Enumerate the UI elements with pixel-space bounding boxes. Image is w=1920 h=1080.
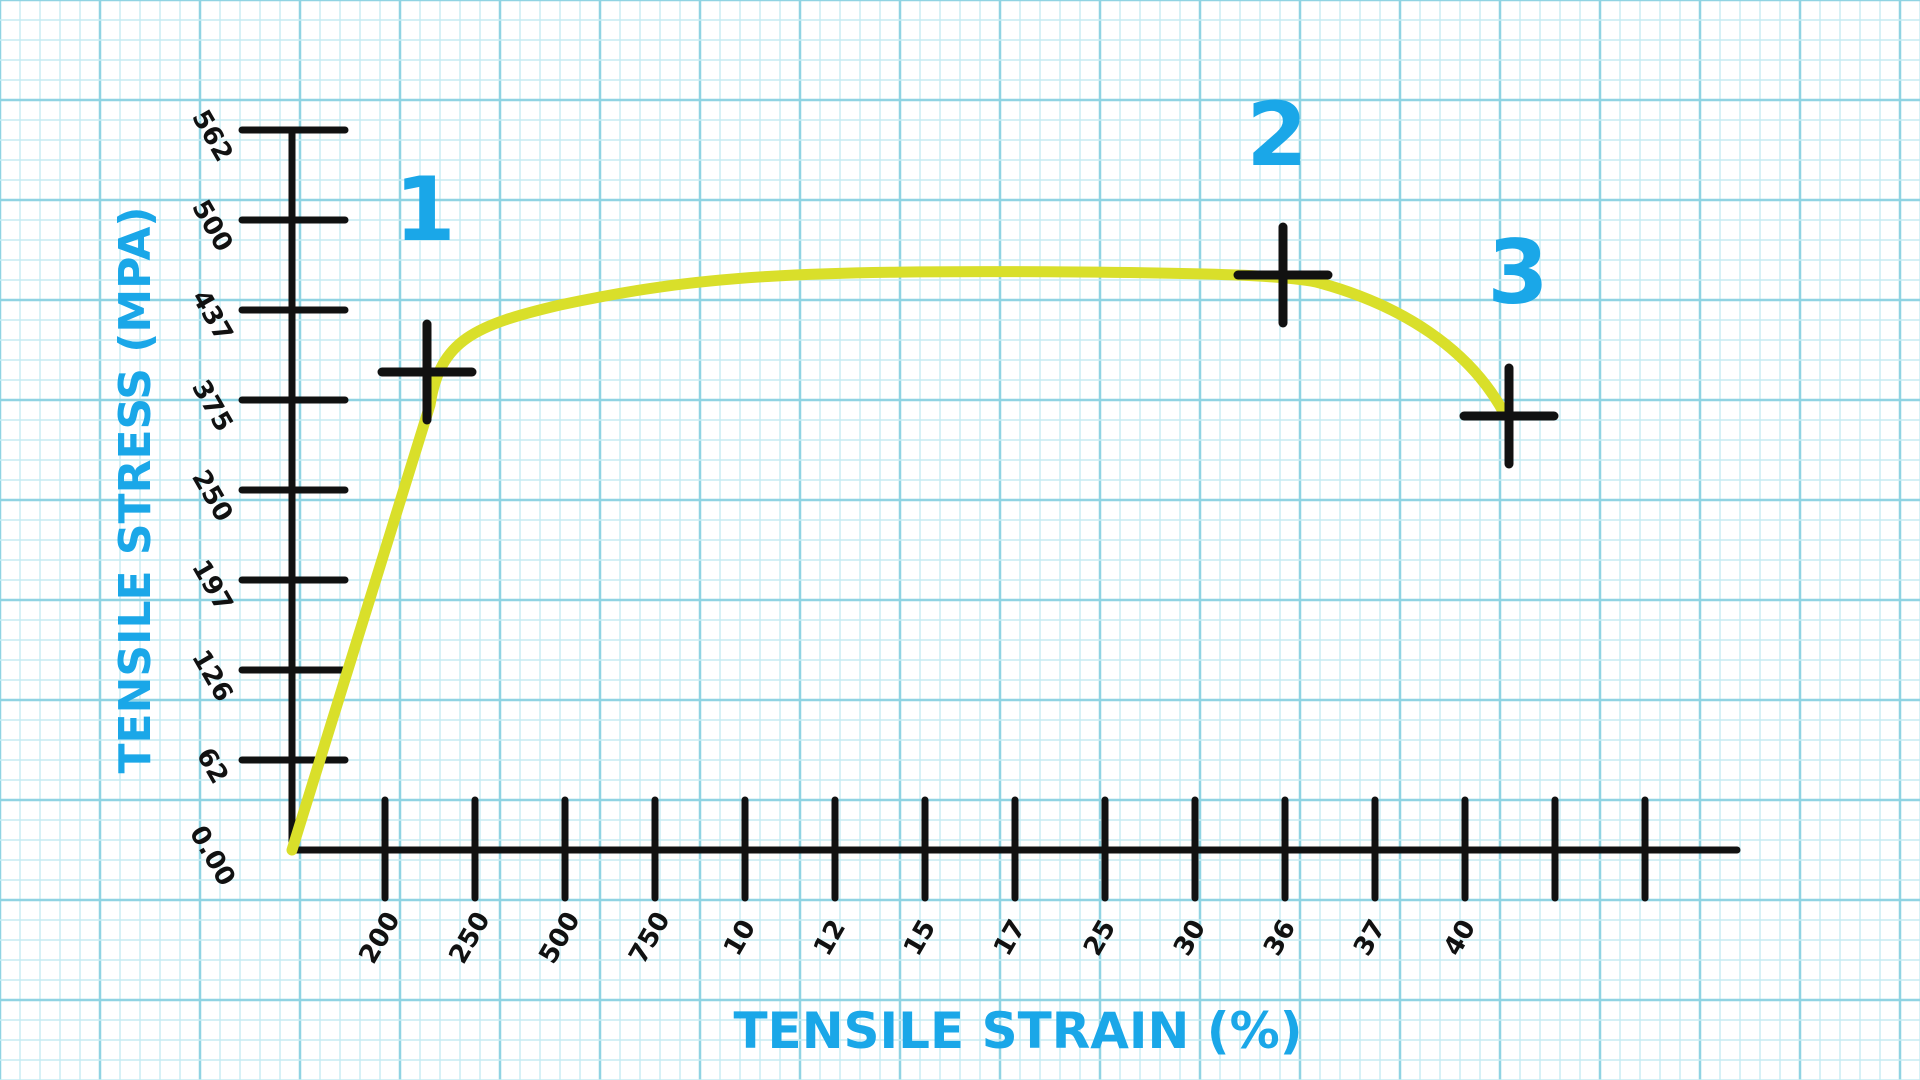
- point-label-2: 2: [1246, 83, 1307, 186]
- y-axis-title: TENSILE STRESS (MPA): [110, 207, 161, 774]
- stress-strain-curve: [286, 266, 1511, 856]
- x-axis-title: TENSILE STRAIN (%): [733, 1002, 1302, 1060]
- point-label-1: 1: [394, 158, 455, 261]
- point-label-3: 3: [1487, 221, 1548, 324]
